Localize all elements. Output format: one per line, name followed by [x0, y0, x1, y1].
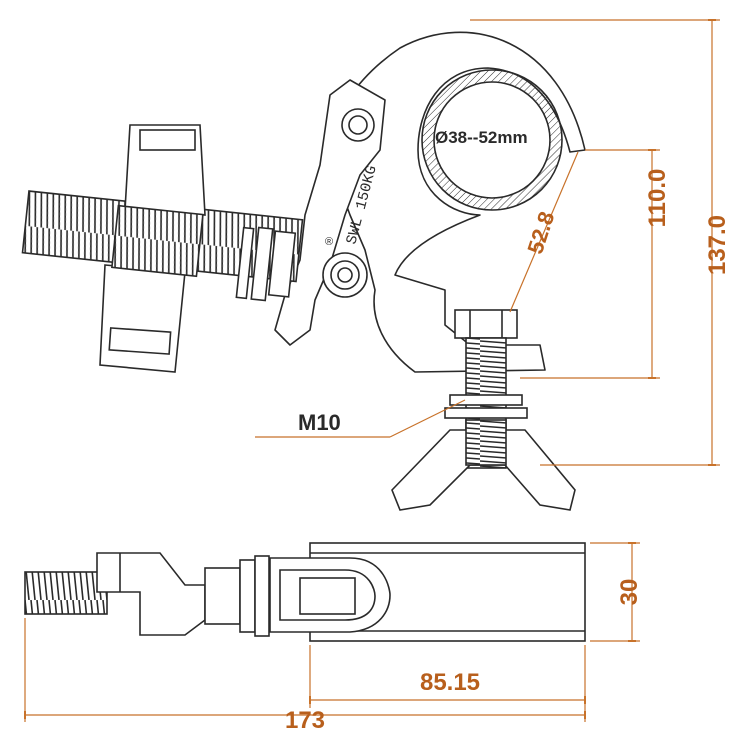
dim-total-length: 173 [285, 707, 325, 734]
pipe-range-label: Ø38--52mm [435, 128, 528, 147]
dim-body-length: 85.15 [420, 669, 480, 696]
bolt-size-label: M10 [298, 410, 341, 435]
dimension-ticks-side [24, 542, 636, 719]
dimension-ticks-top [648, 19, 716, 466]
lever-bolt-inner [348, 115, 368, 135]
hex-head [454, 309, 518, 339]
side-knob [96, 552, 206, 636]
bottom-bolt-assembly [391, 309, 576, 511]
lever-arm [274, 79, 386, 346]
hook-body [328, 31, 586, 373]
dimension-lines-side [24, 542, 640, 722]
dim-diagonal: 52.8 [522, 208, 559, 256]
rod-washers [235, 226, 297, 302]
pivot-bolt-inner [337, 267, 353, 283]
dim-height-inner: 110.0 [644, 169, 671, 228]
pipe-inner [433, 81, 551, 199]
dim-height-total: 137.0 [704, 215, 731, 275]
registered-mark: ® [325, 236, 333, 248]
side-thread [24, 571, 108, 615]
clamp-side-view [24, 542, 586, 642]
dim-side-width: 30 [616, 579, 643, 606]
clamp-front-view [274, 31, 586, 373]
t-handle-knob [99, 124, 206, 373]
dimension-lines-top [255, 19, 720, 466]
